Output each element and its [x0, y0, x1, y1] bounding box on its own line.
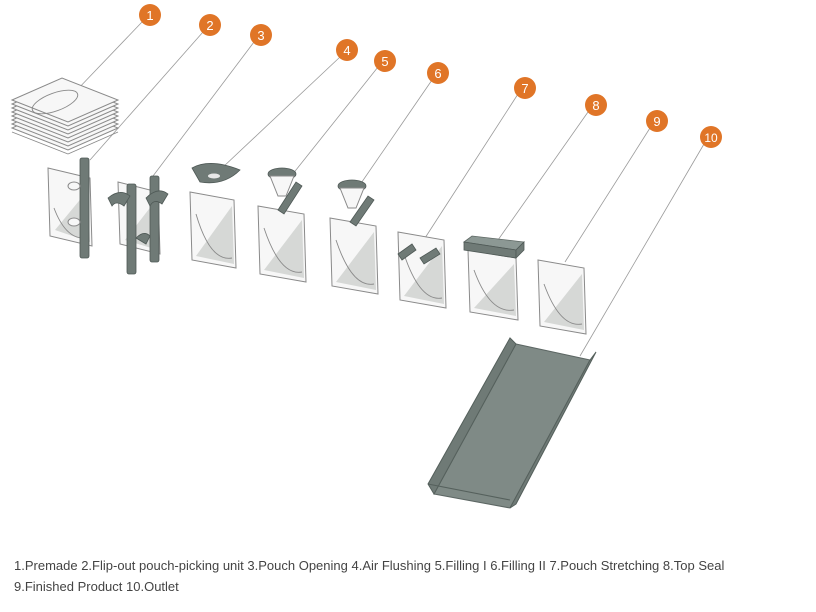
station-4-air-flushing: [189, 163, 241, 269]
legend-line-2: 9.Finished Product 10.Outlet: [14, 579, 179, 594]
leader-1: [74, 21, 143, 93]
leader-5: [287, 66, 379, 181]
badge-6: 6: [427, 62, 449, 84]
station-8-top-seal: [462, 235, 525, 321]
badge-8: 8: [585, 94, 607, 116]
station-9-finished-product: [537, 259, 587, 335]
leader-9: [564, 127, 651, 263]
badge-10: 10: [700, 126, 722, 148]
badge-3: 3: [250, 24, 272, 46]
legend-caption: 1.Premade 2.Flip-out pouch-picking unit …: [14, 555, 804, 597]
badge-1-label: 1: [146, 8, 153, 23]
badge-9-label: 9: [653, 114, 660, 129]
badge-9: 9: [646, 110, 668, 132]
badge-1: 1: [139, 4, 161, 26]
badge-5: 5: [374, 50, 396, 72]
badge-5-label: 5: [381, 54, 388, 69]
step-badges: 1 2 3 4 5 6 7 8 9 10: [139, 4, 722, 148]
packaging-process-diagram: 1 2 3 4 5 6 7 8 9 10: [10, 4, 722, 509]
badge-4: 4: [336, 39, 358, 61]
station-6-filling-ii: [329, 179, 379, 295]
leader-3: [149, 41, 255, 181]
leader-6: [354, 79, 433, 193]
station-7-pouch-stretching: [397, 231, 447, 309]
legend-line-1: 1.Premade 2.Flip-out pouch-picking unit …: [14, 558, 725, 573]
badge-3-label: 3: [257, 28, 264, 43]
badge-10-label: 10: [704, 131, 718, 145]
leader-lines: [74, 21, 705, 357]
badge-4-label: 4: [343, 43, 350, 58]
station-1-premade-stack: [10, 77, 120, 155]
station-2-pouch-picking: [47, 157, 93, 259]
badge-2-label: 2: [206, 18, 213, 33]
leader-8: [497, 111, 589, 241]
leader-7: [424, 93, 519, 239]
badge-6-label: 6: [434, 66, 441, 81]
leader-4: [221, 56, 341, 169]
station-3-pouch-opening: [107, 175, 169, 275]
badge-8-label: 8: [592, 98, 599, 113]
badge-7: 7: [514, 77, 536, 99]
station-5-filling-i: [257, 167, 307, 283]
badge-7-label: 7: [521, 81, 528, 96]
station-10-outlet-chute: [427, 337, 597, 509]
badge-2: 2: [199, 14, 221, 36]
leader-2: [89, 31, 204, 161]
leader-10: [579, 143, 705, 357]
